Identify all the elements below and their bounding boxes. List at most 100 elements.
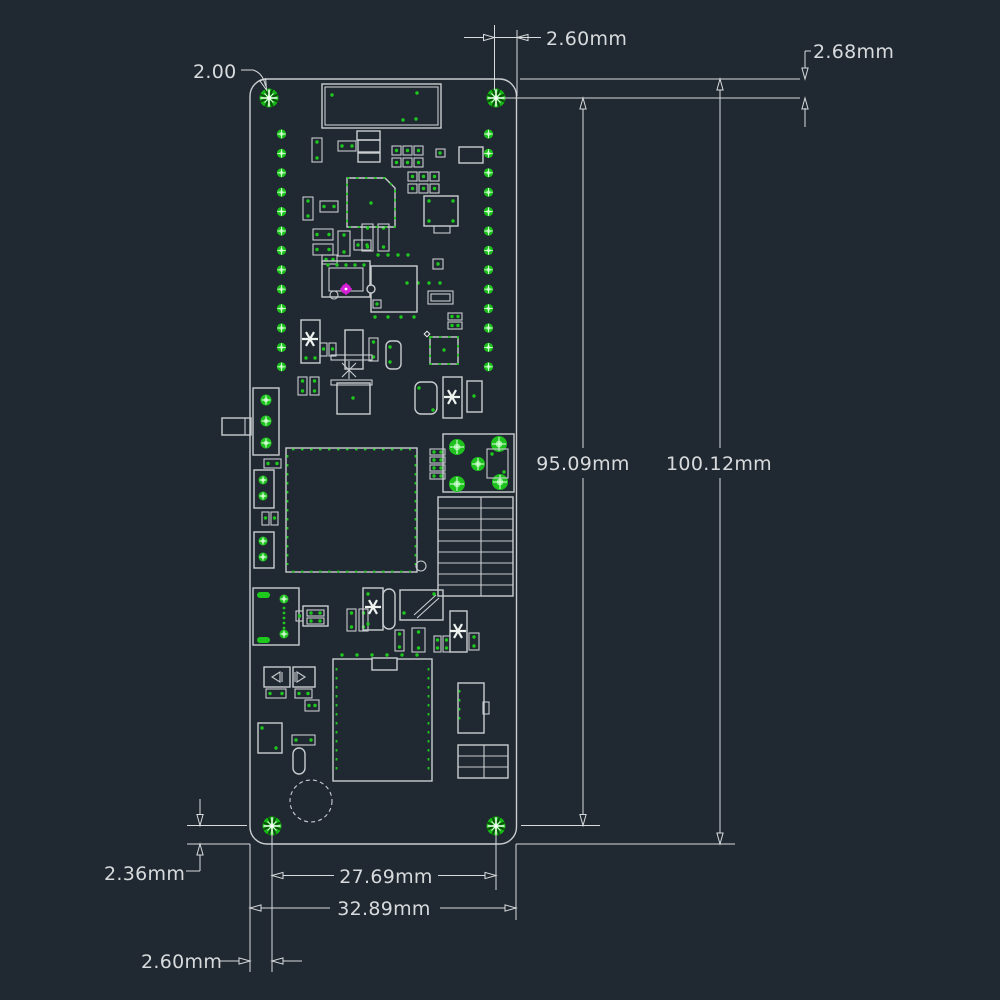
pcb-component <box>466 380 483 413</box>
pad-dot <box>438 151 442 155</box>
pcb-component <box>457 682 485 734</box>
solder-pad <box>472 458 484 470</box>
pad-dot <box>335 263 339 267</box>
pad-dot <box>450 323 454 328</box>
pad-dot <box>373 315 377 319</box>
solder-pad <box>280 595 288 603</box>
pad-dot <box>344 263 348 267</box>
esp32-chip <box>346 177 396 228</box>
pad-dot <box>304 356 308 360</box>
pin-header-pad <box>483 322 494 334</box>
pcb-component <box>306 617 325 625</box>
pcb-component <box>442 376 463 419</box>
dim-label-holes-height: 95.09mm <box>536 453 630 475</box>
diode-bracket <box>330 379 373 386</box>
pin-header-pad <box>483 284 494 295</box>
dim-label-top-offset-y: 2.68mm <box>813 41 894 63</box>
pad-dot <box>421 186 426 191</box>
pcb-component <box>413 145 424 156</box>
pad-dot <box>365 243 369 247</box>
pad-dot <box>396 253 400 257</box>
pin-header-pad <box>276 342 287 353</box>
pad-dot <box>456 323 460 328</box>
pad-dot <box>260 726 264 730</box>
board-outline <box>249 78 518 845</box>
pad-dot <box>472 635 476 639</box>
pcb-component <box>429 456 446 464</box>
mounting-hole-top-right <box>485 87 507 109</box>
pcb-component <box>336 382 371 415</box>
pad-dot <box>312 389 317 393</box>
pcb-component <box>427 290 454 305</box>
pcb-component <box>429 448 446 456</box>
pad-dot <box>472 644 476 648</box>
battery-connector <box>252 387 280 456</box>
pcb-component <box>414 381 438 415</box>
pcb-component <box>311 137 323 163</box>
buzzer-outline <box>289 779 333 823</box>
pad-dot <box>362 263 366 267</box>
pad-dot <box>306 214 310 218</box>
pcb-component <box>265 688 287 699</box>
pad-dot <box>432 474 436 478</box>
pin1-marker <box>423 330 431 338</box>
pin-header-pad <box>276 225 287 237</box>
pcb-component <box>432 258 444 270</box>
pcb-component <box>433 225 451 234</box>
pad-dot <box>432 592 436 596</box>
pad-dot <box>375 302 379 306</box>
pcb-component <box>344 329 364 370</box>
pad-dot <box>330 347 335 351</box>
pad-dot <box>438 281 442 285</box>
ic-notch <box>366 284 376 294</box>
pad-dot <box>416 148 421 153</box>
pcb-component <box>430 293 451 302</box>
pin-header-pad <box>483 342 494 353</box>
pcb-component <box>391 157 402 168</box>
pcb-component <box>292 666 316 688</box>
pin-header-pad <box>483 128 494 140</box>
pad-dot <box>307 703 311 708</box>
pad-dot <box>381 245 386 249</box>
switch-lever <box>413 594 440 619</box>
pad-dot <box>376 253 380 257</box>
pcb-component <box>372 299 382 309</box>
dim-label-board-height: 100.12mm <box>666 453 772 475</box>
usb-shield-tab <box>257 637 270 643</box>
pad-dot <box>366 622 370 626</box>
pad-dot <box>405 281 409 285</box>
pad-dot <box>313 703 317 708</box>
oled-connector <box>324 86 439 126</box>
pcb-component <box>407 183 418 194</box>
pcb-component <box>429 472 446 480</box>
pcb-component <box>361 223 374 252</box>
pad-dot <box>450 314 454 319</box>
pad-dot <box>300 379 305 383</box>
rf-ic <box>429 336 459 365</box>
pad-dot <box>330 93 334 97</box>
pad-dot <box>306 199 310 203</box>
pcb-component <box>337 230 351 257</box>
mounting-hole-bottom-left <box>261 815 283 837</box>
pad-dot <box>451 199 455 203</box>
arrow-glyph-left <box>270 671 283 683</box>
pad-dot <box>349 625 354 629</box>
pin-header-pad <box>276 322 287 334</box>
battery-holder-notch <box>371 657 398 671</box>
pcb-component <box>270 511 279 526</box>
pad-dot <box>370 653 374 657</box>
pcb-component <box>346 608 357 632</box>
pad-dot <box>309 738 313 742</box>
magenta-marker <box>344 287 348 291</box>
pad-dot <box>315 247 319 252</box>
pin-header-pad <box>276 206 287 217</box>
pad-dot <box>282 626 286 630</box>
corner-hole <box>415 560 427 572</box>
pad-dot <box>340 653 344 657</box>
pcb-component <box>321 254 338 265</box>
pcb-component <box>337 140 357 152</box>
pad-dot <box>313 356 317 360</box>
pad-dot <box>416 160 421 165</box>
polarity-star-marker <box>450 623 466 639</box>
